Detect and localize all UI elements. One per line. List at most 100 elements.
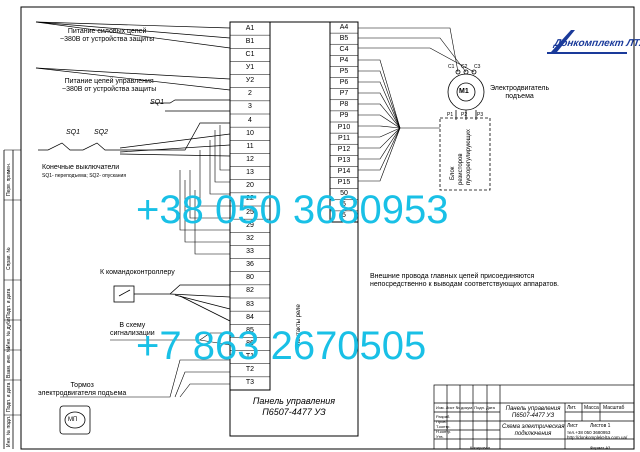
tb-sheet: Лист <box>567 423 578 429</box>
tb-name: Панель управления П6507-4477 УЗ <box>502 406 564 420</box>
motor-port-p1: P1 <box>447 112 454 118</box>
tb-row-tcontrol: Т.контр. <box>436 424 451 429</box>
right-terminal-P4: P4 <box>339 56 349 64</box>
brake-symbol-group <box>59 405 91 435</box>
tb-name-line2: П6507-4477 УЗ <box>511 413 555 419</box>
tb-rev-head: Изм. Лист № докум. Подп. Дата <box>436 405 495 410</box>
brake-label-line2: электродвигателя подъема <box>38 390 127 397</box>
left-terminal-B1: B1 <box>245 37 255 45</box>
left-terminal-T2: T2 <box>245 366 255 374</box>
side-strip-2: Справ. № <box>6 247 12 270</box>
tb-contact-line2: http://donkomplekt-lta.com.ua/ <box>567 435 628 440</box>
resistor-text-2: резисторов <box>458 153 464 185</box>
left-terminal-10: 10 <box>246 129 254 137</box>
power-label: Питание силовых цепей ~380В от устройств… <box>60 28 154 44</box>
tb-row-izm: Изм. <box>436 405 445 410</box>
left-terminal-12: 12 <box>246 156 254 163</box>
power-label-line2: ~380В от устройства защиты <box>60 36 155 43</box>
right-terminal-P7: P7 <box>339 90 349 98</box>
left-terminal-20: 20 <box>246 182 254 190</box>
left-terminal-11: 11 <box>246 142 254 150</box>
resistor-block <box>439 117 491 191</box>
right-terminal-P11: P11 <box>338 134 350 142</box>
brake-wires <box>60 359 230 398</box>
signal-label: В схему сигнализации <box>110 322 155 338</box>
tb-contact: тел.+38 050 3680953 http://donkomplekt-l… <box>567 430 627 440</box>
phone-watermark-ua: +38 050 3680953 <box>136 188 449 232</box>
right-terminal-P14: P14 <box>337 168 351 175</box>
controller-symbol <box>113 284 231 322</box>
left-terminal-86: 86 <box>246 340 254 347</box>
side-strip-4: Инв. № дубл. <box>6 317 12 348</box>
right-terminal-rows <box>330 32 358 223</box>
motor-label-line1: Электродвигатель <box>490 85 550 92</box>
limit-switch-line2: SQ1- переподъема; SQ2- опускания <box>42 173 127 179</box>
note-line1: Внешние провода главных цепей присоединя… <box>370 273 535 280</box>
motor-symbol-label: M1 <box>459 88 469 95</box>
tb-row-approve: Утв. <box>436 434 444 439</box>
left-terminal-A1: A1 <box>245 24 255 32</box>
right-terminal-P9: P9 <box>339 112 349 120</box>
tb-format: Формат А3 <box>590 445 611 450</box>
sq01-label: SQ1 <box>150 99 165 106</box>
tb-doc: Схема электрическая подключения <box>502 424 564 438</box>
motor-label: Электродвигатель подъема <box>490 85 549 101</box>
motor-wires <box>358 27 475 182</box>
tb-doc-line1: Схема электрическая <box>502 424 565 430</box>
left-terminal-T3: T3 <box>245 379 255 387</box>
side-strip-3: Подп. и дата <box>6 288 12 318</box>
left-terminal-29: 29 <box>246 221 254 229</box>
motor-port-c3: C3 <box>474 64 481 70</box>
outer-frame <box>20 6 635 450</box>
panel-title-line1: Панель управления <box>252 396 336 406</box>
right-terminal-P10: P10 <box>337 123 351 131</box>
brake-symbol-label: МП <box>68 417 78 423</box>
tb-contact-line1: тел.+38 050 3680953 <box>567 430 611 435</box>
tb-row-list: Лист <box>445 405 455 410</box>
tb-row-dev: Разраб. <box>436 414 451 419</box>
tb-col-mass: Масса <box>584 405 599 411</box>
control-label: Питание цепей управления ~380В от устрой… <box>62 78 156 94</box>
left-terminal-85: 85 <box>246 326 254 334</box>
tb-doc-line2: подключения <box>514 431 552 437</box>
right-terminal-P8: P8 <box>339 101 349 109</box>
sq1-label: SQ1 <box>66 129 81 136</box>
logo-text: Донкомплект ЛТА <box>553 38 640 49</box>
resistor-text-1: Блок <box>450 166 456 180</box>
panel-title: Панель управления П6507-4477 УЗ <box>232 396 356 418</box>
brake-label-line1: Тормоз <box>70 382 94 389</box>
sq2-label: SQ2 <box>94 129 109 136</box>
company-logo <box>547 30 627 54</box>
tb-row-ncontrol: Н.контр. <box>436 429 452 434</box>
signal-wires <box>110 332 231 346</box>
panel-title-line2: П6507-4477 УЗ <box>262 407 326 417</box>
motor-port-c2: C2 <box>461 64 468 70</box>
left-terminal-rows <box>230 34 270 391</box>
right-terminal-P13: P13 <box>337 156 351 164</box>
power-feed-wires <box>35 21 231 157</box>
left-terminal-80: 80 <box>246 274 254 282</box>
side-strip-6: Подп. и дата <box>6 382 12 412</box>
limit-switch-line1: Конечные выключатели <box>42 164 120 171</box>
right-terminal-C4: C4 <box>339 45 349 53</box>
motor-symbol <box>447 69 485 120</box>
note-line2: непосредственно к выводам соответствующи… <box>370 281 560 288</box>
left-terminal-T1: T1 <box>245 353 255 361</box>
left-terminal-25: 25 <box>246 208 254 216</box>
tb-row-sign: Подп. <box>474 405 485 410</box>
resistor-text-3: пускорегулирующих <box>466 129 472 185</box>
brake-label: Тормоз электродвигателя подъема <box>38 382 126 398</box>
left-terminal-C1: C1 <box>245 50 255 58</box>
motor-port-p3: P3 <box>477 112 484 118</box>
tb-copied: Копировал <box>470 445 491 450</box>
side-strip-7: Инв. № подл. <box>6 415 12 447</box>
left-terminal-У1: У1 <box>245 64 255 71</box>
left-terminal-83: 83 <box>246 300 254 308</box>
tb-name-line1: Панель управления <box>505 406 561 412</box>
tb-sheets: Листов 1 <box>590 423 611 429</box>
right-terminal-P15: P15 <box>337 179 351 187</box>
motor-port-c1: C1 <box>448 64 455 70</box>
right-terminal-P6: P6 <box>339 79 349 87</box>
left-terminal-36: 36 <box>246 261 254 269</box>
